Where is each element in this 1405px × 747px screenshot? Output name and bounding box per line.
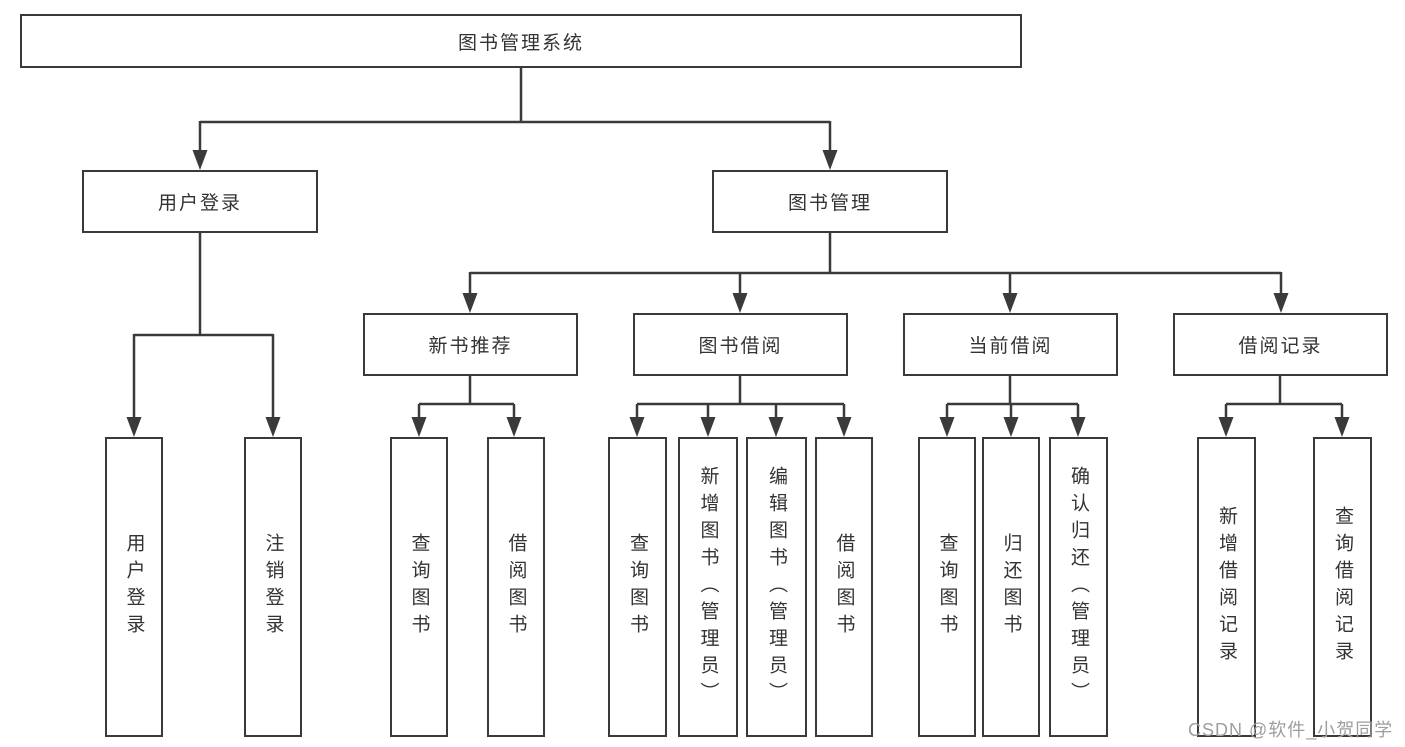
- leaf-confirm-return-admin: 确认归还（管理员）: [1049, 437, 1108, 737]
- connector-segments: [132, 68, 1344, 420]
- leaf-query-borrow-record: 查询借阅记录: [1313, 437, 1372, 737]
- node-current-borrow: 当前借阅: [903, 313, 1118, 376]
- arrowheads: [126, 150, 1350, 437]
- leaf-logout: 注销登录: [244, 437, 302, 737]
- leaf-edit-books-admin: 编辑图书（管理员）: [746, 437, 807, 737]
- leaf-borrow-books: 借阅图书: [815, 437, 873, 737]
- leaf-recommend-borrow-books: 借阅图书: [487, 437, 545, 737]
- node-library-management-system: 图书管理系统: [20, 14, 1022, 68]
- node-new-book-recommend: 新书推荐: [363, 313, 578, 376]
- leaf-borrow-query-books: 查询图书: [608, 437, 667, 737]
- csdn-watermark: CSDN @软件_小贺同学: [1188, 720, 1394, 740]
- node-book-borrow: 图书借阅: [633, 313, 848, 376]
- node-book-management: 图书管理: [712, 170, 948, 233]
- node-user-login: 用户登录: [82, 170, 318, 233]
- leaf-add-books-admin: 新增图书（管理员）: [678, 437, 738, 737]
- leaf-return-books: 归还图书: [982, 437, 1040, 737]
- leaf-recommend-query-books: 查询图书: [390, 437, 448, 737]
- node-borrow-records: 借阅记录: [1173, 313, 1388, 376]
- leaf-add-borrow-record: 新增借阅记录: [1197, 437, 1256, 737]
- leaf-current-query-books: 查询图书: [918, 437, 976, 737]
- leaf-user-login: 用户登录: [105, 437, 163, 737]
